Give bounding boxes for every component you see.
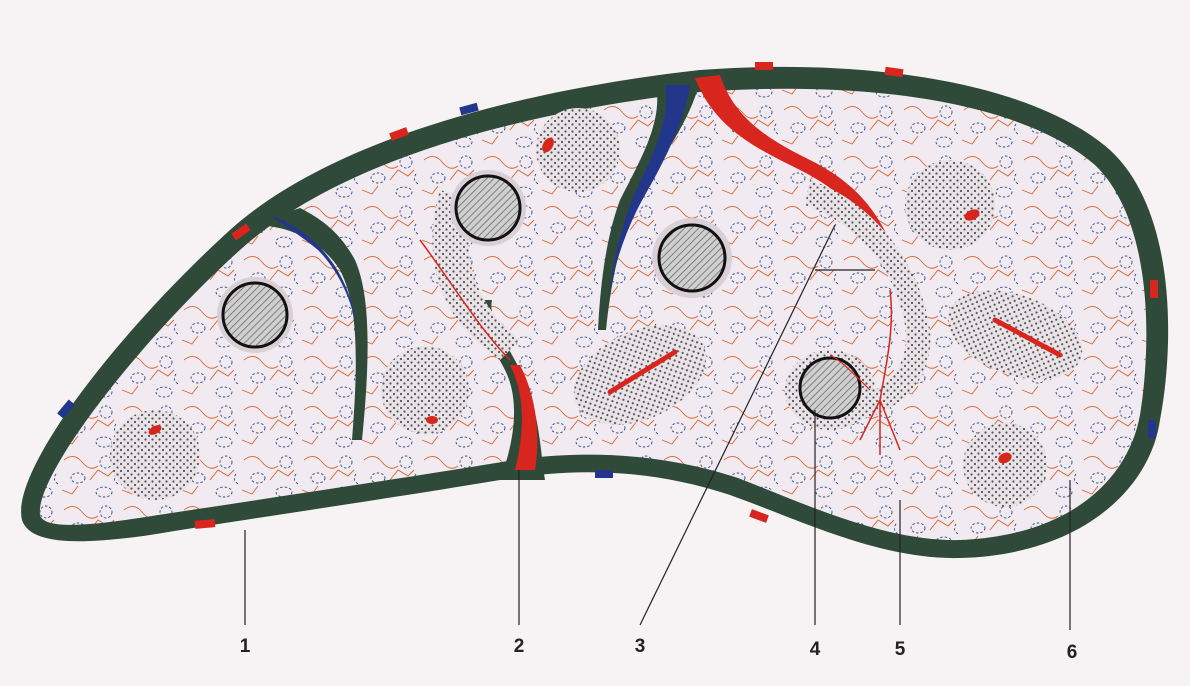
hatched-nucleus: [800, 358, 860, 418]
capsule-vessel: [1150, 280, 1158, 298]
label-6: 6: [1067, 642, 1078, 663]
capsule-vessel: [1148, 420, 1156, 438]
label-3: 3: [635, 636, 646, 657]
follicle: [536, 108, 620, 192]
label-2: 2: [514, 636, 525, 657]
capsule-vessel: [749, 509, 769, 523]
hatched-nucleus: [652, 218, 732, 298]
follicle: [905, 160, 995, 250]
capsule-vessel: [595, 470, 613, 478]
label-5: 5: [895, 639, 906, 660]
follicle: [963, 423, 1047, 507]
follicle: [381, 346, 469, 434]
follicle: [110, 410, 200, 500]
capsule-vessel: [755, 62, 773, 70]
hatched-nucleus: [450, 170, 526, 246]
hatched-nucleus: [217, 277, 293, 353]
label-4: 4: [810, 639, 821, 660]
label-1: 1: [240, 636, 251, 657]
